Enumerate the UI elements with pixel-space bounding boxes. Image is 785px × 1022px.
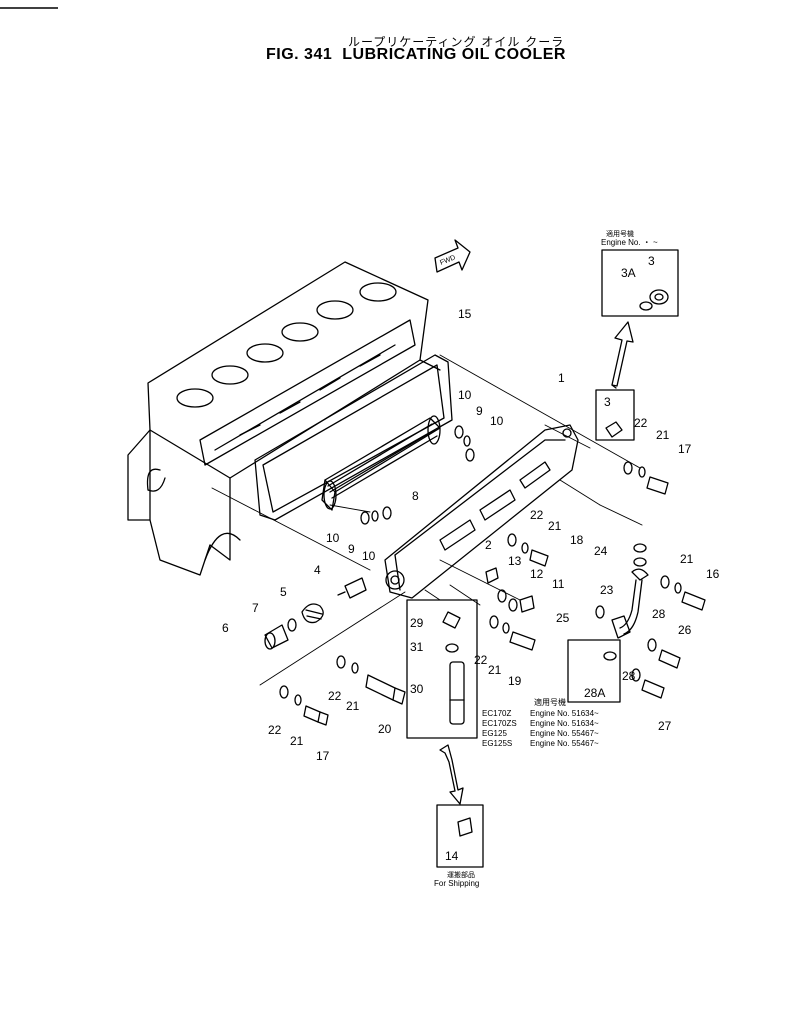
serial-table-heading: 適用号機 [534,697,566,707]
inset-top-box [601,249,679,317]
callout-25: 25 [556,611,570,625]
callout-28: 28 [652,607,666,621]
serial-engine-0: Engine No. 51634~ [530,709,599,718]
bolt-18-set [507,533,549,567]
callout-20: 20 [378,722,392,736]
double-arrow-bottom [439,744,464,805]
serial-model-2: EG125 [482,729,507,738]
inset-top-heading-jp: 適用号機 [606,229,634,238]
callout-5: 5 [280,585,287,599]
callout-21: 21 [656,428,670,442]
serial-engine-3: Engine No. 55467~ [530,739,599,748]
inset-28a-box [567,639,621,703]
japanese-title: ループリケーティング オイル クーラ [348,35,565,49]
callout-9: 9 [476,404,483,418]
callout-10: 10 [490,414,504,428]
serial-model-0: EC170Z [482,709,511,718]
box-3 [595,389,635,441]
dowel-2 [485,567,499,584]
oring-24 [633,543,647,553]
serial-model-1: EC170ZS [482,719,517,728]
orings-upper [454,425,475,462]
callout-21: 21 [290,734,304,748]
callout-22: 22 [530,508,544,522]
serial-engine-2: Engine No. 55467~ [530,729,599,738]
callout-30: 30 [410,682,424,696]
callout-2: 2 [485,538,492,552]
callout-12: 12 [530,567,544,581]
bolt-19-set [489,615,536,651]
callout-26: 26 [678,623,692,637]
callout-22: 22 [474,653,488,667]
inset-top-heading-en: Engine No. ・ ~ [601,238,658,247]
oring-25 [595,605,605,619]
relief-valve-parts [264,577,367,650]
bolt-26-set [647,638,681,669]
callout-8: 8 [412,489,419,503]
callout-21: 21 [548,519,562,533]
figure-title: FIG. 341 LUBRICATING OIL COOLER [266,46,576,64]
tube-23 [611,557,649,639]
callout-7: 7 [252,601,259,615]
callout-21: 21 [346,699,360,713]
callout-22: 22 [328,689,342,703]
serial-engine-1: Engine No. 51634~ [530,719,599,728]
callout-10: 10 [362,549,376,563]
bolt-17-upper-set [623,461,669,495]
callout-18: 18 [570,533,584,547]
callout-17: 17 [678,442,692,456]
double-arrow-top [611,321,634,389]
bolt-16-set [660,575,706,611]
callout-9: 9 [348,542,355,556]
inset-middle-box [406,599,478,739]
parts-12-11-13 [497,589,535,613]
serial-model-3: EG125S [482,739,512,748]
bolt-27-set [631,668,665,699]
callout-4: 4 [314,563,321,577]
cooler-cover-1 [384,424,579,599]
bolt-17-lower-set [279,685,329,726]
fwd-arrow [434,239,471,273]
callout-15: 15 [458,307,472,321]
callout-29: 29 [410,616,424,630]
shipping-heading-jp: 運搬部品 [447,870,475,879]
callout-3: 3 [604,395,611,409]
callout-28a: 28A [584,686,605,700]
callout-11: 11 [552,577,565,591]
shipping-heading-en: For Shipping [434,879,479,888]
figure-number: FIG. 341 [266,46,333,63]
callout-13: 13 [508,554,522,568]
callout-1: 1 [558,371,565,385]
callout-28: 28 [622,669,636,683]
shipping-box [436,804,484,868]
callout-17: 17 [316,749,330,763]
callout-23: 23 [600,583,614,597]
callout-24: 24 [594,544,608,558]
shipping-label: 14 [445,849,459,863]
leader-lines [211,354,643,686]
inset-top-label-3a: 3A [621,266,636,280]
serial-table: 適用号機 EC170Z Engine No. 51634~ EC170ZS En… [482,697,599,748]
callout-31: 31 [410,640,424,654]
inset-top-label-3: 3 [648,254,655,268]
cooler-element-8 [321,415,441,511]
callout-16: 16 [706,567,720,581]
callout-19: 19 [508,674,522,688]
bolt-20-set [336,655,406,705]
callout-10: 10 [326,531,340,545]
callout-10: 10 [458,388,472,402]
callout-21: 21 [488,663,502,677]
callout-22: 22 [634,416,648,430]
orings-lower [360,506,392,525]
gasket-15 [254,354,453,521]
callout-6: 6 [222,621,229,635]
callout-22: 22 [268,723,282,737]
callout-21: 21 [680,552,694,566]
figure-name: LUBRICATING OIL COOLER [342,46,566,63]
callout-27: 27 [658,719,672,733]
engine-block [127,261,441,576]
